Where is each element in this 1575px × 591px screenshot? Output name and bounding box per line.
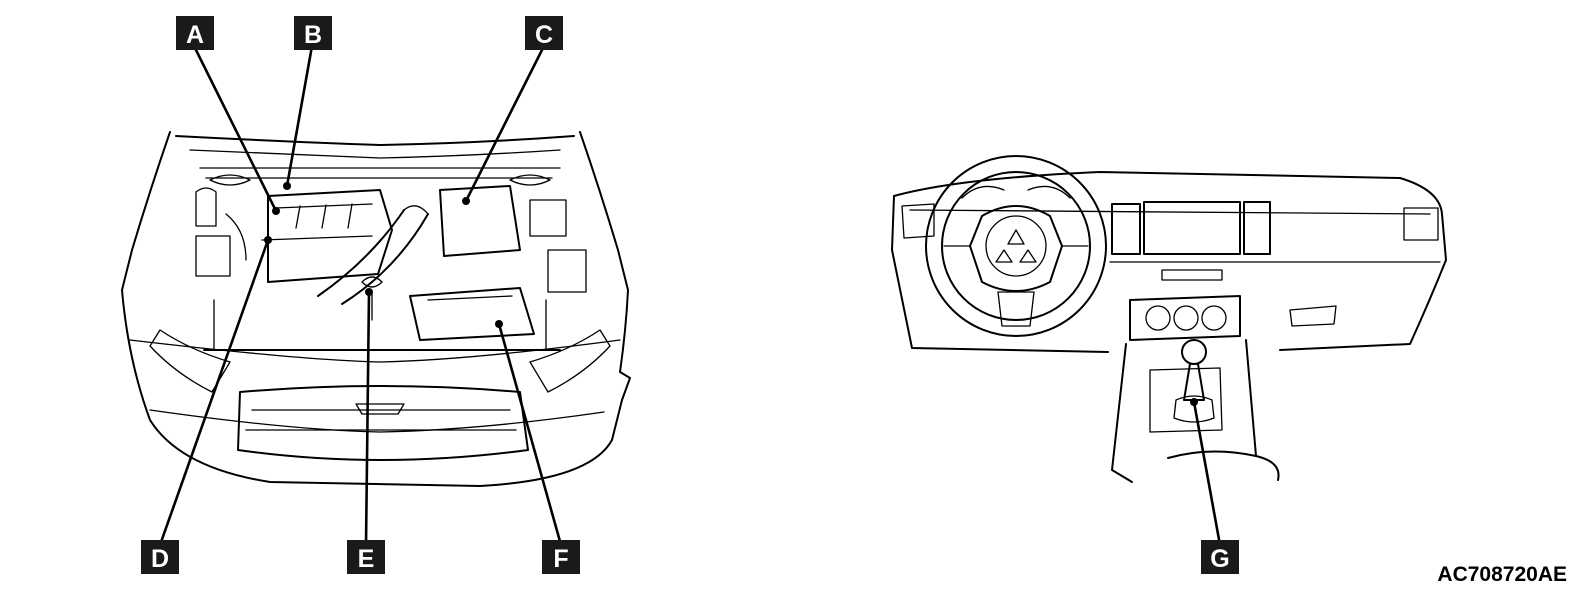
leader-lines: [158, 45, 1222, 546]
label-a: A: [176, 16, 214, 50]
svg-text:D: D: [151, 545, 169, 573]
svg-text:B: B: [304, 21, 322, 49]
label-b: B: [294, 16, 332, 50]
figure-code: AC708720AE: [1437, 563, 1567, 586]
dashboard-interior-illustration: [891, 155, 1447, 483]
label-c: C: [525, 16, 563, 50]
label-g: G: [1201, 540, 1239, 574]
svg-text:E: E: [358, 545, 375, 573]
svg-text:A: A: [186, 21, 204, 49]
label-e: E: [347, 540, 385, 574]
engine-compartment-illustration: [121, 131, 631, 487]
label-f: F: [542, 540, 580, 574]
svg-text:C: C: [535, 21, 553, 49]
svg-text:G: G: [1210, 545, 1229, 573]
leader-points: [264, 182, 1198, 406]
label-d: D: [141, 540, 179, 574]
svg-text:F: F: [553, 545, 568, 573]
